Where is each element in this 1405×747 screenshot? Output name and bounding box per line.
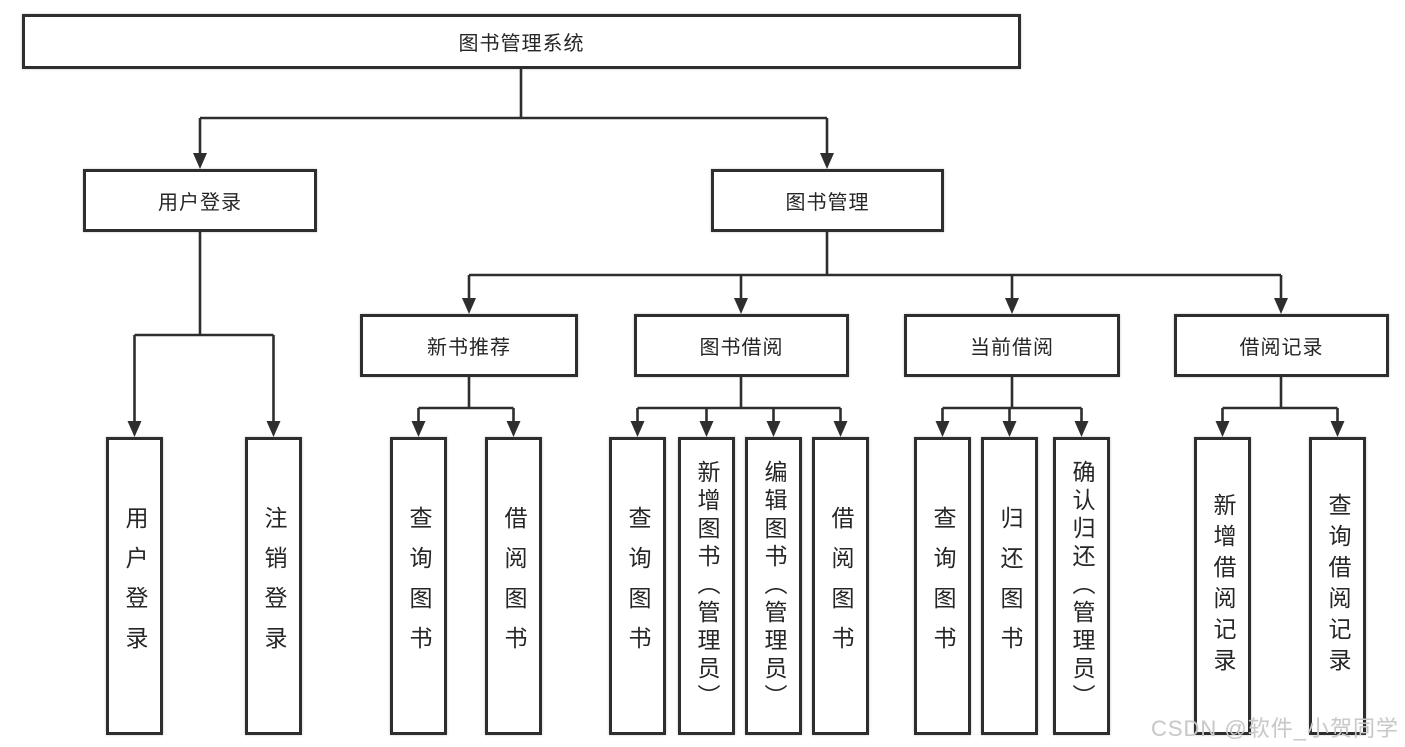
- node-label: 借阅图书: [828, 506, 854, 666]
- node-label: 新书推荐: [427, 337, 511, 359]
- arrowheads: [127, 153, 1345, 437]
- node-label: 新增借阅记录: [1210, 493, 1236, 679]
- leaf-current-query-books: 查询图书: [914, 437, 971, 735]
- node-label: 用户登录: [122, 506, 148, 666]
- watermark: CSDN @软件_小贺同学: [1150, 716, 1399, 741]
- leaf-query-borrow-record: 查询借阅记录: [1309, 437, 1366, 735]
- node-label: 新增图书（管理员）: [694, 460, 720, 712]
- node-label: 当前借阅: [970, 337, 1054, 359]
- leaf-edit-books-admin: 编辑图书（管理员）: [745, 437, 802, 735]
- node-label: 图书管理: [785, 192, 870, 214]
- leaf-recommend-borrow-books: 借阅图书: [485, 437, 542, 735]
- leaf-add-books-admin: 新增图书（管理员）: [678, 437, 735, 735]
- leaf-borrow-books: 借阅图书: [812, 437, 869, 735]
- leaf-return-books: 归还图书: [981, 437, 1038, 735]
- node-label: 查询借阅记录: [1325, 493, 1351, 679]
- node-library-management-system: 图书管理系统: [22, 14, 1021, 69]
- node-user-login: 用户登录: [83, 169, 317, 232]
- node-label: 图书管理系统: [458, 33, 585, 55]
- node-label: 查询图书: [930, 506, 956, 666]
- node-book-management: 图书管理: [711, 169, 944, 232]
- node-label: 借阅记录: [1239, 337, 1324, 359]
- node-label: 归还图书: [997, 506, 1023, 666]
- node-new-book-recommend: 新书推荐: [360, 314, 578, 377]
- node-current-borrow: 当前借阅: [904, 314, 1120, 377]
- node-label: 借阅图书: [501, 506, 527, 666]
- node-label: 查询图书: [625, 506, 651, 666]
- node-label: 用户登录: [158, 192, 242, 214]
- node-book-borrow: 图书借阅: [634, 314, 849, 377]
- leaf-user-login: 用户登录: [106, 437, 163, 735]
- leaf-logout: 注销登录: [245, 437, 302, 735]
- leaf-add-borrow-record: 新增借阅记录: [1194, 437, 1251, 735]
- node-label: 图书借阅: [699, 337, 784, 359]
- node-label: 编辑图书（管理员）: [761, 460, 787, 712]
- leaf-borrow-query-books: 查询图书: [609, 437, 666, 735]
- node-borrow-record: 借阅记录: [1174, 314, 1389, 377]
- node-label: 确认归还（管理员）: [1069, 460, 1095, 712]
- leaf-recommend-query-books: 查询图书: [390, 437, 447, 735]
- leaf-confirm-return-admin: 确认归还（管理员）: [1053, 437, 1110, 735]
- node-label: 注销登录: [261, 506, 287, 666]
- node-label: 查询图书: [406, 506, 432, 666]
